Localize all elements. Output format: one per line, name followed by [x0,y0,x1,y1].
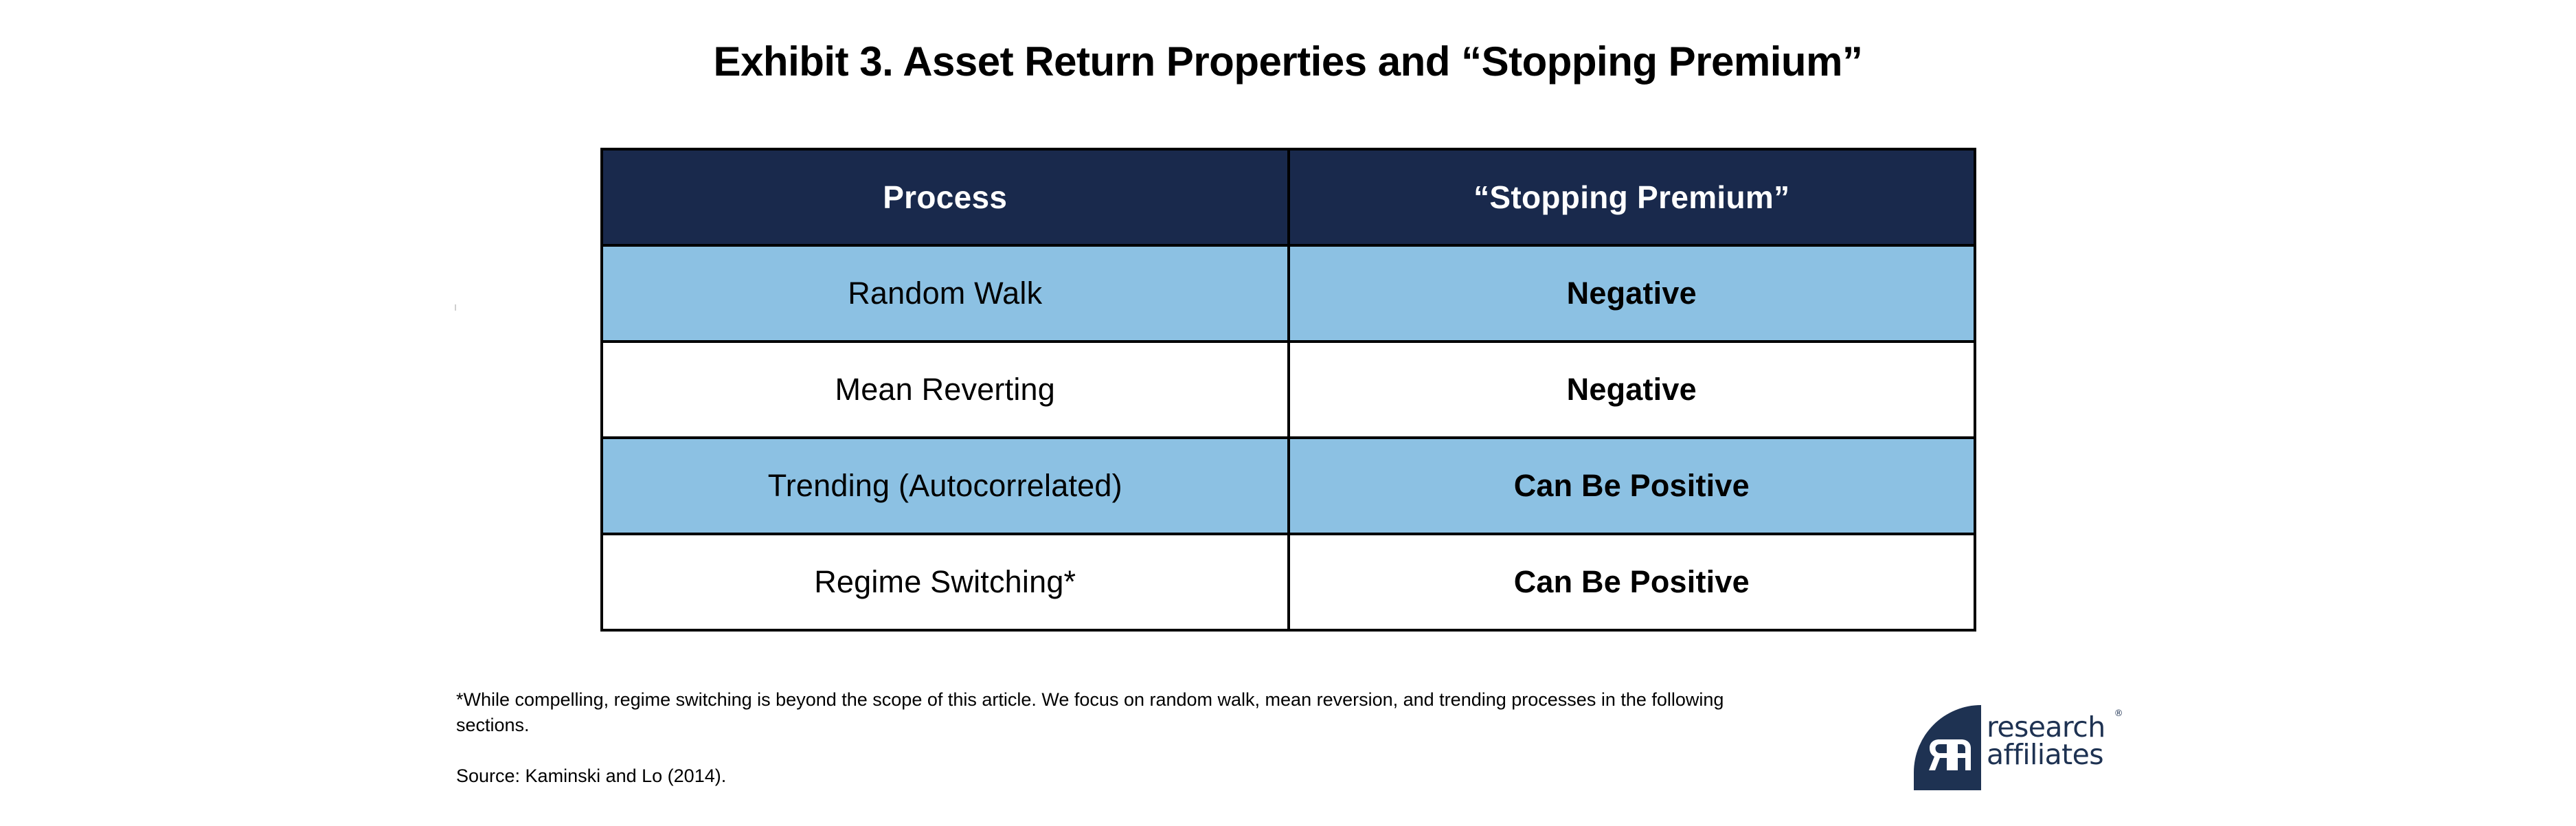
footnote-source: Source: Kaminski and Lo (2014). [456,765,727,786]
table-row: Trending (Autocorrelated) Can Be Positiv… [600,436,1976,535]
logo-wordmark: research ® affiliates [1987,709,2123,772]
asset-return-properties-table: Process “Stopping Premium” Random Walk N… [600,148,1976,632]
cell-process: Trending (Autocorrelated) [600,436,1290,535]
logo-wordmark-line-2: affiliates [1987,738,2104,772]
cell-process: Random Walk [600,244,1290,343]
footnote-note: *While compelling, regime switching is b… [456,689,1724,736]
page-title: Exhibit 3. Asset Return Properties and “… [713,38,1863,85]
cell-stopping-premium: Can Be Positive [1287,436,1976,535]
scan-artifact [455,304,456,311]
column-header-stopping-premium: “Stopping Premium” [1287,148,1976,247]
table-row: Regime Switching* Can Be Positive [600,533,1976,632]
research-affiliates-logo: research ® affiliates [1914,705,2123,790]
cell-process: Mean Reverting [600,340,1290,439]
logo-wordmark-line-1: research ® [1987,709,2123,744]
ra-monogram-icon [1914,705,1981,790]
cell-stopping-premium: Negative [1287,244,1976,343]
column-header-process: Process [600,148,1290,247]
table-header-row: Process “Stopping Premium” [600,148,1976,247]
cell-stopping-premium: Can Be Positive [1287,533,1976,632]
cell-process: Regime Switching* [600,533,1290,632]
cell-stopping-premium: Negative [1287,340,1976,439]
table-row: Mean Reverting Negative [600,340,1976,439]
footnotes: *While compelling, regime switching is b… [456,687,1761,789]
logo-text-research: research [1987,711,2105,744]
table-row: Random Walk Negative [600,244,1976,343]
registered-trademark-icon: ® [2114,708,2123,719]
